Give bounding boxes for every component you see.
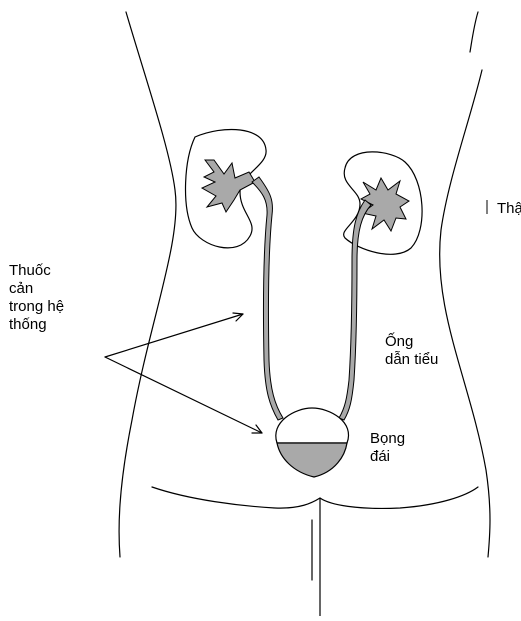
buttocks-curve	[152, 487, 478, 508]
label-thuoc-can: Thuốc cản trong hệ thống	[9, 262, 64, 352]
body-outline-right-lower	[440, 70, 490, 557]
label-thuoc-can-line2: cản	[9, 280, 64, 298]
kidney-left	[186, 129, 267, 247]
body-outline-right-upper	[470, 12, 478, 52]
label-bong-line2: đái	[370, 448, 405, 466]
body-outline-left-upper	[119, 12, 176, 557]
label-ong-dan-tieu: Ống dẫn tiểu	[385, 333, 438, 369]
arrow-line-lower	[105, 357, 262, 433]
label-thuoc-can-line4: thống	[9, 316, 64, 334]
label-thuoc-can-line1: Thuốc	[9, 262, 64, 280]
bladder	[276, 408, 349, 477]
label-thuoc-can-line3: trong hệ	[9, 298, 64, 316]
label-ong-line2: dẫn tiểu	[385, 351, 438, 369]
ureter-left	[252, 177, 283, 420]
label-than: Thận	[497, 200, 521, 218]
label-bong-dai: Bọng đái	[370, 430, 405, 466]
label-bong-line1: Bọng	[370, 430, 405, 448]
outline-gap-mark	[484, 322, 488, 328]
arrow-line-upper	[105, 314, 243, 357]
label-ong-line1: Ống	[385, 333, 438, 351]
